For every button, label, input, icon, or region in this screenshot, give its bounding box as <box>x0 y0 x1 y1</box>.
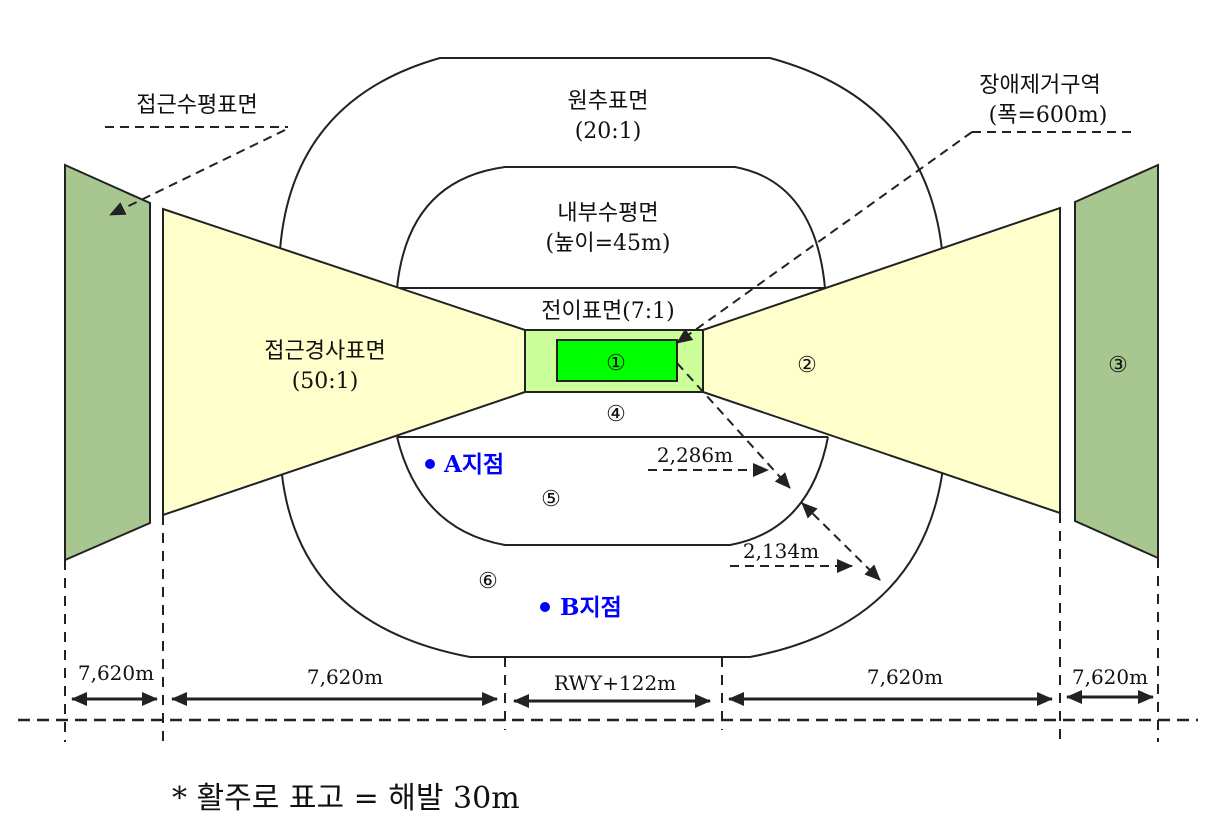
point-a-marker <box>425 459 435 469</box>
dimension-approach-left: 7,620m <box>307 665 383 689</box>
zone-2: ② <box>797 353 817 378</box>
distance-2286: 2,286m <box>657 443 733 467</box>
conical-ratio: (20:1) <box>575 119 642 144</box>
inner-horizontal-label: 내부수평면 <box>557 201 658 226</box>
dimension-outer-left: 7,620m <box>78 661 154 685</box>
point-b-label: B지점 <box>560 594 622 621</box>
inner-horizontal-height: (높이=45m) <box>546 231 671 256</box>
dimension-outer-right: 7,620m <box>1072 665 1148 689</box>
dimension-runway: RWY+122m <box>554 671 676 695</box>
point-b-marker <box>540 602 550 612</box>
obstacle-free-width: (폭=600m) <box>989 103 1108 128</box>
approach-ratio: (50:1) <box>292 369 359 394</box>
conical-label: 원추표면 <box>568 89 649 114</box>
zone-6: ⑥ <box>478 569 498 594</box>
approach-label: 접근경사표면 <box>264 339 385 364</box>
approach-horizontal-left <box>64 163 151 562</box>
point-a-label: A지점 <box>443 451 504 478</box>
footnote-runway-elevation: * 활주로 표고 = 해발 30m <box>172 781 520 816</box>
dimension-approach-right: 7,620m <box>867 665 943 689</box>
transitional-label: 전이표면(7:1) <box>541 299 675 324</box>
extension-lines <box>64 513 1159 742</box>
distance-2134: 2,134m <box>743 539 819 563</box>
dimension-arrows <box>71 690 1154 708</box>
zone-1: ① <box>606 351 626 376</box>
inner-horizontal-bottom <box>396 436 829 546</box>
zone-4: ④ <box>606 402 626 427</box>
runway <box>556 339 678 382</box>
zone-3: ③ <box>1108 353 1128 378</box>
obstacle-free-label: 장애제거구역 <box>979 73 1100 98</box>
inner-horizontal-top <box>396 166 826 289</box>
approach-horizontal-label: 접근수평표면 <box>136 93 257 118</box>
zone-5: ⑤ <box>541 487 561 512</box>
